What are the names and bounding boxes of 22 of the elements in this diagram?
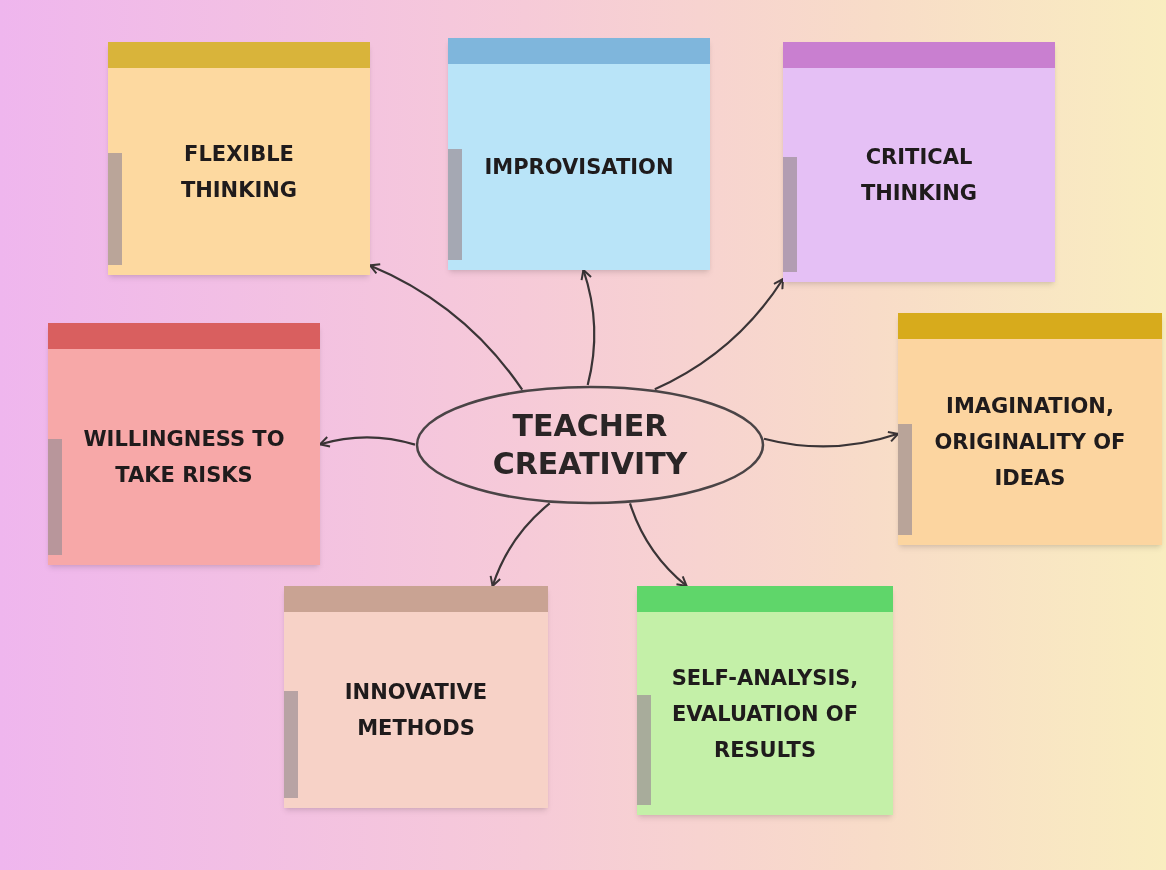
sticky-note	[48, 323, 320, 565]
sticky-note	[284, 586, 548, 808]
sticky-note	[448, 38, 710, 270]
note-text: WILLINGNESS TO TAKE RISKS	[82, 426, 286, 489]
sticky-note	[898, 313, 1162, 545]
curved-arrow	[580, 269, 596, 386]
note-text: IMAGINATION, ORIGINALITY OF IDEAS	[933, 393, 1127, 492]
sticky-note	[108, 42, 370, 275]
note-text: SELF-ANALYSIS, EVALUATION OF RESULTS	[670, 664, 860, 764]
note-text: IMPROVISATION	[484, 154, 674, 181]
sticky-note	[637, 586, 893, 815]
sticky-note	[783, 42, 1055, 282]
note-text: FLEXIBLE THINKING	[179, 140, 299, 204]
central-topic: TEACHER CREATIVITY	[491, 407, 689, 483]
curved-arrow	[628, 503, 688, 587]
curved-arrow	[369, 263, 524, 391]
curved-arrow	[319, 436, 416, 448]
curved-arrow	[763, 430, 899, 448]
curved-arrow	[654, 278, 784, 391]
note-text: CRITICAL THINKING	[859, 144, 979, 207]
note-text: INNOVATIVE METHODS	[343, 679, 489, 742]
curved-arrow	[489, 502, 551, 587]
